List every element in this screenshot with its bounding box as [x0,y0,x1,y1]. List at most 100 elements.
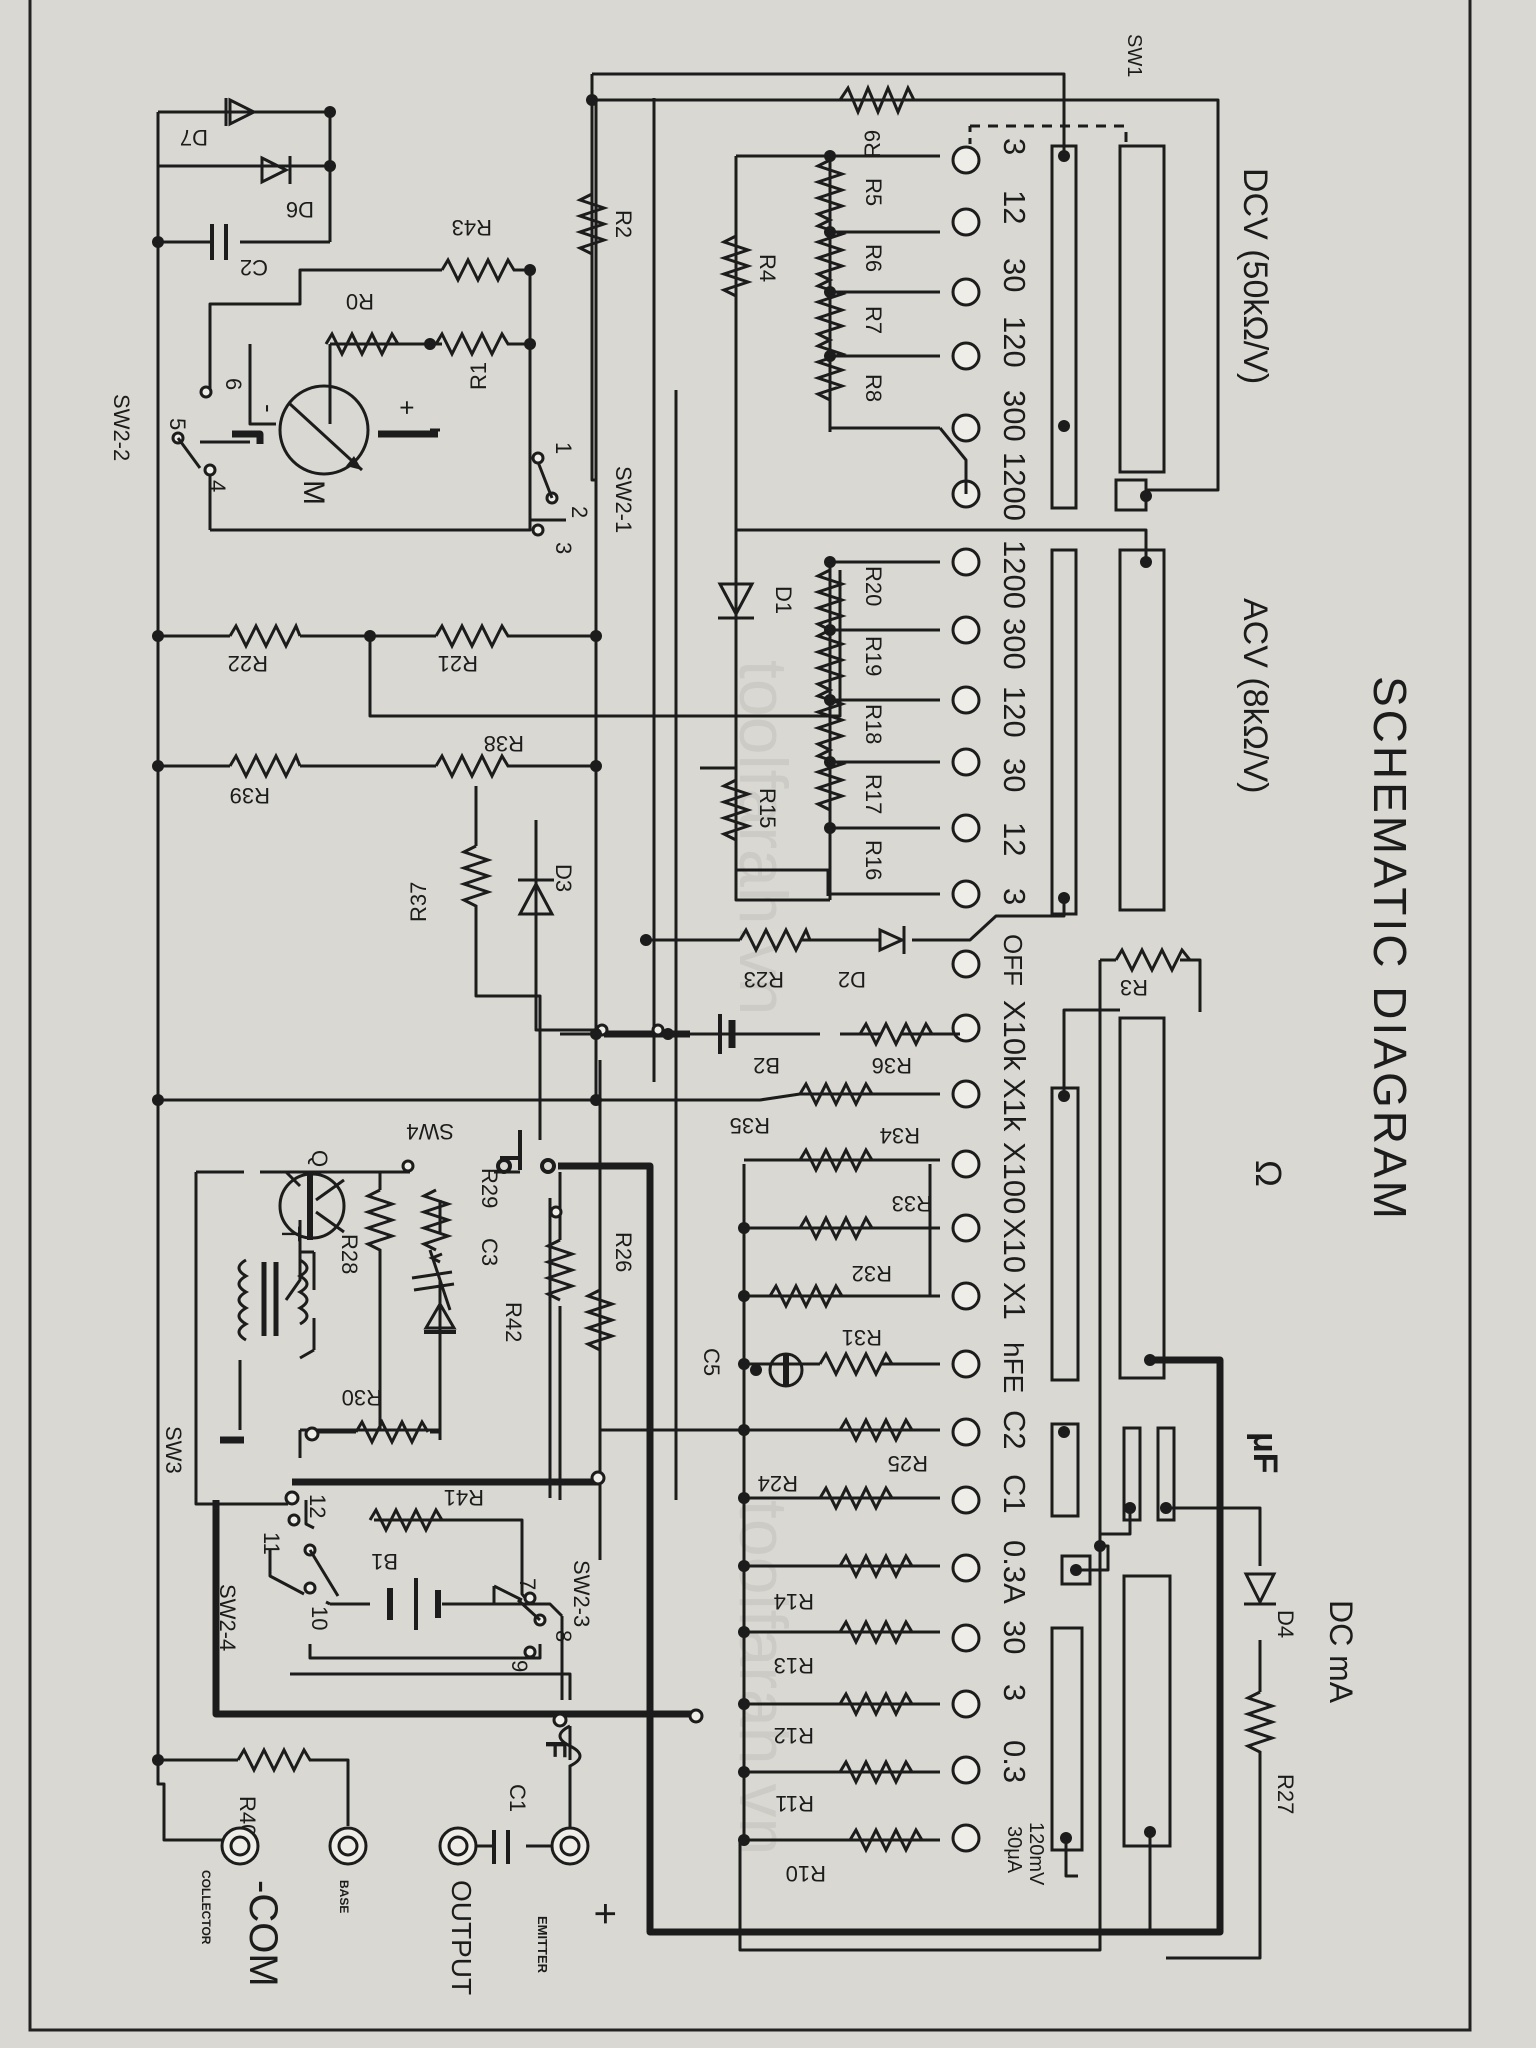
range-ohm: X10k [997,1000,1032,1071]
range-acv: 120 [997,686,1032,738]
section-dcv: DCV (50kΩ/V) [1236,168,1274,384]
label-r3: R3 [1120,975,1148,1000]
label-r18: R18 [861,704,886,744]
resistor-symbols [228,84,1277,1854]
terminal-com-jack[interactable] [220,1826,260,1866]
range-acv: 300 [997,618,1032,670]
terminal-base-jack[interactable] [328,1826,368,1866]
label-sw3: SW3 [161,1426,186,1474]
terminal-output-label: OUTPUT [446,1880,477,1995]
label-d4: D4 [1273,1610,1298,1638]
label-d3: D3 [551,864,576,892]
range-ohm: X1k [997,1078,1032,1132]
label-r38: R38 [484,731,524,756]
label-r35: R35 [730,1113,770,1138]
range-ohm: X100 [997,1142,1032,1214]
heavy-bus [212,430,1224,1936]
label-pos-9: 9 [507,1660,532,1672]
label-meter-plus: + [392,400,422,415]
label-r2: R2 [611,210,636,238]
label-r6: R6 [861,244,886,272]
label-meter: M [297,480,330,505]
label-r12: R12 [774,1723,814,1748]
label-r34: R34 [880,1123,920,1148]
sw4-pushbutton [496,1130,556,1174]
label-c1: C1 [505,1784,530,1812]
label-r37: R37 [406,882,431,922]
label-r24: R24 [758,1471,798,1496]
diagram-title: SCHEMATIC DIAGRAM [1364,676,1416,1222]
range-ohm: hFE [998,1342,1029,1393]
label-r14: R14 [774,1589,814,1614]
label-r7: R7 [861,306,886,334]
label-r1: R1 [466,362,491,390]
label-sw4: SW4 [406,1119,454,1144]
label-pos-7: 7 [515,1578,540,1590]
label-r17: R17 [861,774,886,814]
label-d6: D6 [286,197,314,222]
terminal-plus-jack[interactable] [550,1826,590,1866]
range-dcv: 120 [997,316,1032,368]
label-pos-4: 4 [205,480,230,492]
range-acv: 3 [997,888,1032,905]
range-120mv: 120mV [1025,1822,1047,1886]
label-r0: R0 [346,289,374,314]
sw2-contacts [171,385,704,1728]
range-dcma: 0.3A [997,1540,1032,1604]
page-border [28,0,1472,2032]
label-r43: R43 [452,215,492,240]
watermark: toolfarah.vn [725,1500,801,1855]
meter-symbol [278,384,370,476]
fuse-symbol [558,1724,582,1780]
label-r36: R36 [872,1053,912,1078]
label-r41: R41 [444,1485,484,1510]
capacitor-symbols [210,224,736,1864]
label-r22: R22 [228,651,268,676]
label-r23: R23 [744,967,784,992]
range-ohm: X1 [997,1282,1032,1320]
label-q: Q [307,1150,332,1167]
label-r16: R16 [861,840,886,880]
label-r25: R25 [888,1451,928,1476]
label-pos-1: 1 [551,442,576,454]
range-dcv: 300 [997,390,1032,442]
label-r29: R29 [477,1168,502,1208]
label-r21: R21 [438,651,478,676]
terminal-output-jack[interactable] [438,1826,478,1866]
label-c3: C3 [477,1238,502,1266]
terminal-plus-label: + [583,1902,627,1925]
label-r8: R8 [861,374,886,402]
label-pos-12: 12 [305,1494,330,1518]
terminal-emitter-label: EMITTER [535,1916,550,1974]
label-r26: R26 [611,1232,636,1272]
label-c2: C2 [240,255,268,280]
label-r42: R42 [501,1302,526,1342]
range-acv: 30 [997,758,1032,792]
range-acv: 1200 [997,540,1032,609]
label-r4: R4 [755,254,780,282]
label-sw2-2: SW2-2 [109,394,134,461]
range-dcv: 12 [997,190,1032,224]
label-r27: R27 [1273,1774,1298,1814]
hfe-transistor [768,1352,804,1388]
label-r20: R20 [861,566,886,606]
range-ohm: C2 [997,1410,1032,1450]
label-r5: R5 [861,178,886,206]
watermark: toolfarah.vn [725,660,801,1015]
section-uf: μF [1246,1432,1284,1474]
label-r15: R15 [755,788,780,828]
range-30ua: 30μA [1003,1826,1025,1874]
label-sw1: SW1 [1123,34,1145,77]
label-pos-8: 8 [551,1630,576,1642]
label-pos-10: 10 [307,1606,332,1630]
label-r32: R32 [852,1261,892,1286]
section-acv: ACV (8kΩ/V) [1236,598,1274,793]
c3-electrolytic [411,1249,455,1311]
range-dcma: 30 [997,1620,1032,1654]
range-dcv: 1200 [997,452,1032,521]
range-ohm: OFF [998,934,1028,986]
label-c5: C5 [699,1348,724,1376]
range-labels: 3 12 30 120 300 1200 1200 300 120 30 12 … [997,138,1047,1886]
label-r11: R11 [775,1791,814,1816]
